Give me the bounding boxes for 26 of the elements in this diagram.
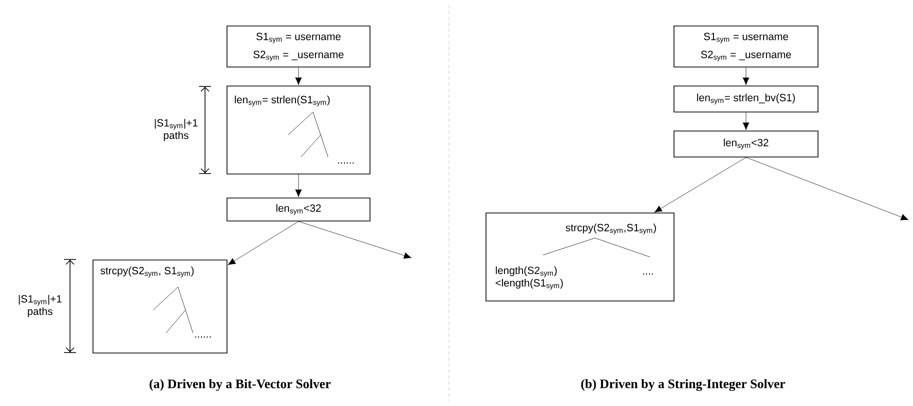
arrow [654,157,746,212]
code-text: ...... [195,336,211,338]
code-text: strcpy(S2$_{sym}$,S1$_{sym}$) [566,224,656,234]
code-text: S1$_{sym}$ = username [704,32,788,44]
code-text: ...... [338,162,354,164]
code-text: len$_{sym}$<32 [724,138,768,150]
code-text: len$_{sym}$= strlen(S1$_{sym}$) [234,96,330,106]
arrow [295,174,302,198]
arrow [746,157,909,220]
arrow [742,112,750,130]
code-text: len$_{sym}$<32 [276,204,321,215]
code-text: S1$_{sym}$ = username [256,32,341,44]
code-text: length(S2$_{sym}$) <length(S1$_{sym}$) [496,266,563,290]
code-text: len$_{sym}$= strlen_bv(S1) [697,94,795,104]
code-text: .... [643,273,653,275]
code-text: strcpy(S2$_{sym}$, S1$_{sym}$) [100,266,194,278]
arrow [742,67,750,86]
arrow [295,67,302,86]
arrow [298,221,412,259]
caption: (a) Driven by a Bit-Vector Solver [150,379,331,391]
dimension-label: |S1$_{sym}$|+1 paths [18,294,62,318]
caption: (b) Driven by a String-Integer Solver [581,379,786,391]
code-text: S2$_{sym}$ = _username [701,50,791,62]
dimension-label: |S1$_{sym}$|+1 paths [154,118,198,142]
code-text: S2$_{sym}$ = _username [254,50,344,62]
arrow [228,221,299,265]
